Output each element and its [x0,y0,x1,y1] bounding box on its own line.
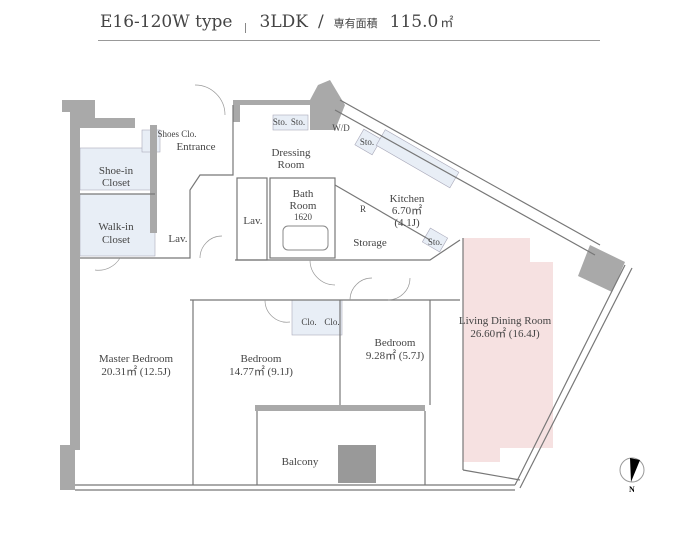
label-shoe-in-closet-2: Closet [102,177,130,189]
label-walk-in-closet-1: Walk-in [98,221,134,233]
label-fridge: R [360,204,366,214]
label-master-2: 20.31㎡ (12.5J) [101,365,171,378]
label-clo-1: Clo. [301,317,316,327]
area-value: 115.0 [389,12,439,32]
label-storage: Storage [353,237,387,249]
header-rule [98,40,600,41]
walls [60,80,625,490]
label-master-1: Master Bedroom [99,353,174,365]
label-shoe-in-closet-1: Shoe-in [99,165,134,177]
label-sto-3: Sto. [360,137,374,147]
label-balcony: Balcony [282,456,319,468]
label-entrance: Entrance [176,141,215,153]
bathtub-icon [282,225,329,251]
label-sto-4: Sto. [428,237,442,247]
label-kitchen-3: (4.1J) [394,217,420,229]
layout-type: 3LDK [259,12,308,32]
label-bedroom3-2: 9.28㎡ (5.7J) [366,349,425,362]
unit-type: E16-120W type [100,12,233,32]
label-dressing-room-2: Room [278,159,305,171]
label-bath-2: Room [290,200,317,212]
label-shoes-closet: Shoes Clo. [157,129,196,139]
label-clo-2: Clo. [324,317,339,327]
label-bedroom2-2: 14.77㎡ (9.1J) [229,365,293,378]
label-sto-2: Sto. [291,117,305,127]
area-unit: ㎡ [440,16,454,31]
label-bedroom3-1: Bedroom [375,337,416,349]
header-slash: / [317,12,324,32]
wall-lines [75,99,633,491]
label-walk-in-closet-2: Closet [102,234,130,246]
ldr-highlight [463,238,553,462]
compass-icon: N [619,457,645,494]
label-bath-1: Bath [293,188,314,200]
label-bedroom2-1: Bedroom [241,353,282,365]
header-divider [244,23,246,33]
label-sto-1: Sto. [273,117,287,127]
label-kitchen-1: Kitchen [390,193,425,205]
label-bath-3: 1620 [294,212,313,222]
area-label: 専有面積 [333,17,378,30]
label-lav-2: Lav. [243,215,262,227]
label-lav-1: Lav. [168,233,187,245]
compass-label: N [629,485,635,494]
label-ldr-2: 26.60㎡ (16.4J) [470,327,540,340]
label-dressing-room-1: Dressing [271,147,311,159]
label-kitchen-2: 6.70㎡ [392,204,422,217]
door-swings [94,84,411,323]
label-ldr-1: Living Dining Room [459,315,552,327]
label-wd: W/D [332,123,350,133]
